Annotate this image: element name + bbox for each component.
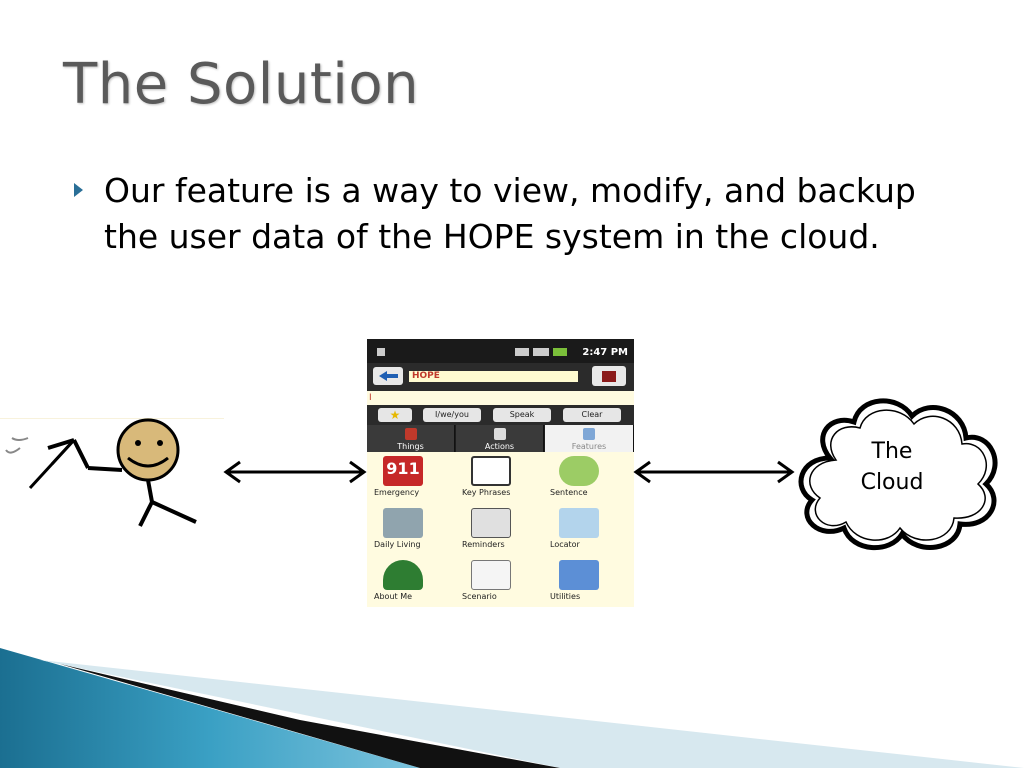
grid-item-sentence[interactable]: Sentence <box>543 452 631 504</box>
speak-button[interactable]: Speak <box>493 408 551 422</box>
right-double-arrow <box>633 460 795 484</box>
app-name-field: HOPE <box>409 371 578 382</box>
sentence-input[interactable]: I <box>367 391 634 405</box>
left-double-arrow <box>223 460 367 484</box>
status-bar: 2:47 PM <box>367 339 634 363</box>
clock: 2:47 PM <box>582 347 628 358</box>
decorative-swoosh <box>0 648 1024 768</box>
battery-lock-icon <box>377 348 385 356</box>
calendar-clock-icon <box>471 508 511 538</box>
tab-features[interactable]: Features <box>545 425 634 452</box>
bullet-arrow-icon <box>74 183 83 197</box>
grid-item-key-phrases[interactable]: Key Phrases <box>455 452 543 504</box>
checklist-icon <box>471 560 511 590</box>
tools-icon <box>559 560 599 590</box>
grid-item-scenario[interactable]: Scenario <box>455 556 543 607</box>
grid-item-about-me[interactable]: About Me <box>367 556 455 607</box>
grid-item-reminders[interactable]: Reminders <box>455 504 543 556</box>
cloud-label: The Cloud <box>860 439 924 495</box>
grid-item-daily-living[interactable]: Daily Living <box>367 504 455 556</box>
hope-app-screenshot: 2:47 PM HOPE I ★ I/we/you Speak Clear Th… <box>367 339 634 607</box>
action-buttons-row: ★ I/we/you Speak Clear <box>367 405 634 425</box>
pronouns-button[interactable]: I/we/you <box>423 408 481 422</box>
features-icon <box>583 428 595 440</box>
tab-things[interactable]: Things <box>367 425 455 452</box>
star-icon[interactable]: ★ <box>378 408 412 422</box>
tab-actions[interactable]: Actions <box>456 425 544 452</box>
things-icon <box>405 428 417 440</box>
tab-bar: Things Actions Features <box>367 425 634 452</box>
features-grid: 911 Emergency Key Phrases Sentence Daily… <box>367 452 634 607</box>
app-header: HOPE <box>367 363 634 391</box>
cloud-shape <box>798 398 998 550</box>
person-speech-icon <box>559 456 599 486</box>
home-icon[interactable] <box>592 366 626 386</box>
battery-icon <box>553 348 567 356</box>
actions-icon <box>494 428 506 440</box>
clear-button[interactable]: Clear <box>563 408 621 422</box>
grid-item-emergency[interactable]: 911 Emergency <box>367 452 455 504</box>
bullet-text: Our feature is a way to view, modify, an… <box>104 171 916 256</box>
waving-person-illustration <box>0 418 224 527</box>
user-profile-icon <box>383 560 423 590</box>
emergency-911-icon: 911 <box>383 456 423 486</box>
signal-bars-icon <box>533 348 549 356</box>
grid-item-locator[interactable]: Locator <box>543 504 631 556</box>
locator-signal-icon <box>559 508 599 538</box>
grid-item-utilities[interactable]: Utilities <box>543 556 631 607</box>
daily-living-icon <box>383 508 423 538</box>
back-arrow-icon[interactable] <box>373 367 403 385</box>
slide-title: The Solution <box>63 52 420 117</box>
network-icon <box>515 348 529 356</box>
speech-bubble-icon <box>471 456 511 486</box>
